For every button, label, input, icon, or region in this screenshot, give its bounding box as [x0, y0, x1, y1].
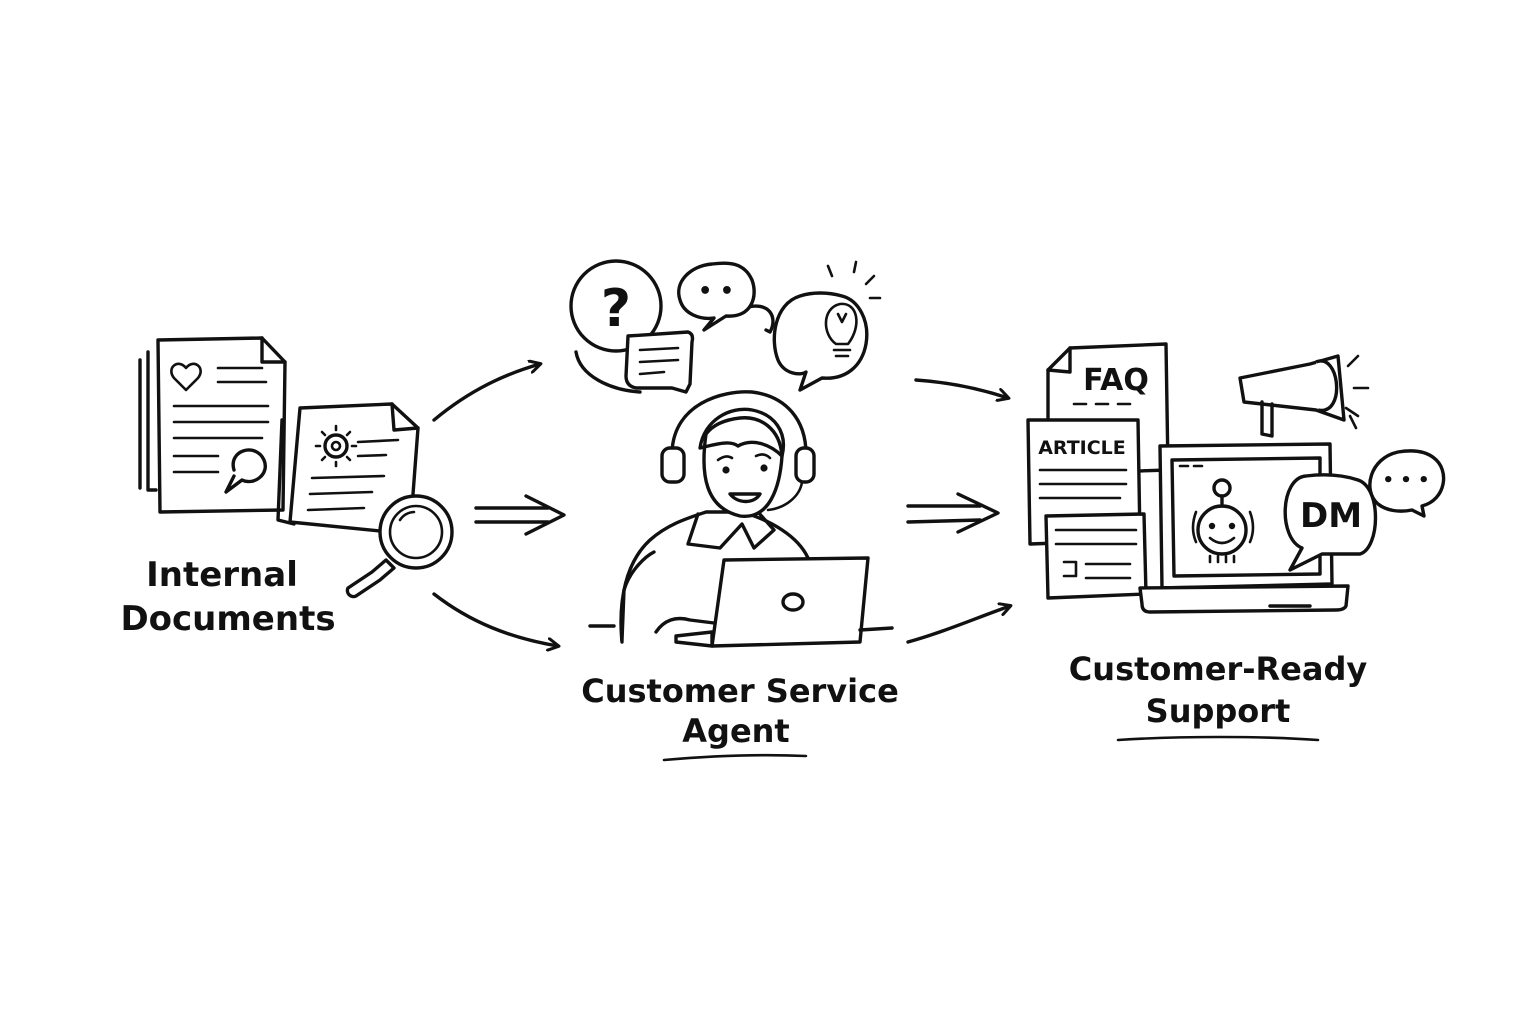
- ellipsis-right: • • •: [1382, 470, 1429, 491]
- output-label-line2: Support: [1146, 692, 1291, 730]
- ellipsis-bubble-icon: • •: [679, 263, 773, 332]
- dm-label: DM: [1300, 496, 1362, 536]
- laptop-icon: [712, 558, 868, 646]
- document-back-edge: [148, 352, 156, 490]
- document-icon: [158, 338, 285, 512]
- edge-arrow-up: [434, 364, 540, 420]
- customer-ready-support-group: FAQ ARTICLE: [1028, 344, 1444, 740]
- edge-arrow-middle: [476, 496, 564, 534]
- source-label-line1: Internal: [146, 555, 298, 595]
- internal-documents-group: Internal Documents: [120, 338, 452, 639]
- edge-arrow-down-right: [908, 606, 1010, 642]
- edges-agent-to-output: [908, 380, 1010, 642]
- document-small-icon: [1046, 514, 1146, 598]
- agent-label-line2: Agent: [682, 712, 789, 750]
- article-label: ARTICLE: [1038, 437, 1126, 459]
- question-mark: ?: [601, 279, 631, 339]
- megaphone-icon: [1240, 356, 1368, 436]
- agent-label-line1: Customer Service: [581, 672, 899, 710]
- output-label-underline: [1118, 737, 1318, 740]
- edge-arrow-up-right: [916, 380, 1008, 398]
- faq-label: FAQ: [1083, 363, 1149, 398]
- customer-service-agent-group: ? • •: [571, 261, 899, 760]
- lightbulb-bubble-icon: [774, 262, 880, 390]
- output-label-line1: Customer-Ready: [1069, 650, 1368, 688]
- agent-label-underline: [664, 755, 806, 760]
- edge-arrow-down: [434, 594, 558, 646]
- agent-person-icon: [590, 392, 892, 646]
- ellipsis-bubble-right-icon: • • •: [1370, 451, 1444, 516]
- edges-source-to-agent: [434, 364, 564, 646]
- ellipsis: • •: [698, 279, 734, 304]
- edge-arrow-middle-right: [908, 494, 998, 532]
- source-label-line2: Documents: [120, 599, 335, 639]
- chat-note-bubble-icon: [626, 332, 693, 392]
